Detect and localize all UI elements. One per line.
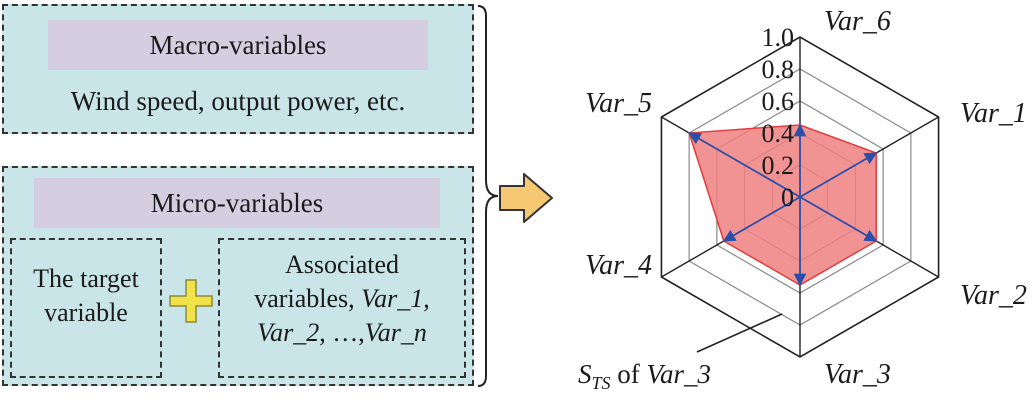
plus-icon <box>169 279 213 323</box>
right-arrow-icon <box>499 173 553 223</box>
micro-title-text: Micro-variables <box>150 187 324 218</box>
axis-label-var-6: Var_6 <box>824 6 891 37</box>
tick-label-0.8: 0.8 <box>762 55 795 84</box>
radar-chart: 00.20.40.60.81.0 Var_1Var_2Var_3Var_4Var… <box>578 6 1027 393</box>
tick-label-1.0: 1.0 <box>762 23 795 52</box>
associated-variables-label: Associated variables, Var_1, Var_2, …,Va… <box>218 248 466 350</box>
value-arrow-1 <box>799 152 878 198</box>
target-line-2: variable <box>44 298 128 327</box>
right-curly-brace <box>477 5 499 387</box>
axis-label-var-2: Var_2 <box>960 280 1027 311</box>
tick-label-0: 0 <box>781 183 794 212</box>
axis-label-var-5: Var_5 <box>585 88 652 119</box>
assoc-line-1: Associated <box>284 250 400 279</box>
axis-label-var-4: Var_4 <box>585 250 652 281</box>
sts-annotation: STS of Var_3 <box>578 359 711 393</box>
tick-label-0.6: 0.6 <box>762 87 795 116</box>
macro-variables-title: Macro-variables <box>48 20 428 70</box>
annotation-leader-line <box>696 313 783 353</box>
radar-arrows <box>688 123 878 287</box>
micro-variables-panel: Micro-variables The target variable Asso… <box>2 166 474 386</box>
tick-label-0.2: 0.2 <box>762 151 795 180</box>
target-variable-box <box>10 238 162 378</box>
value-arrow-5 <box>688 132 801 198</box>
value-arrow-4 <box>722 196 801 242</box>
micro-variables-title: Micro-variables <box>34 178 440 228</box>
macro-variables-panel: Macro-variables Wind speed, output power… <box>2 4 474 134</box>
tick-label-0.4: 0.4 <box>762 119 795 148</box>
macro-description: Wind speed, output power, etc. <box>70 86 406 116</box>
value-arrow-2 <box>799 196 878 242</box>
axis-label-var-3: Var_3 <box>824 359 891 390</box>
assoc-line-3: Var_2, …,Var_n <box>257 318 427 347</box>
macro-title-text: Macro-variables <box>149 29 327 60</box>
associated-variables-box <box>218 238 466 378</box>
target-variable-label: The target variable <box>10 262 162 330</box>
axis-label-var-1: Var_1 <box>960 98 1027 129</box>
assoc-line-2: variables, Var_1, <box>254 284 430 313</box>
radar-ticks: 0 0.2 0.4 0.6 0.8 1.0 <box>762 23 795 212</box>
target-line-1: The target <box>33 264 139 293</box>
